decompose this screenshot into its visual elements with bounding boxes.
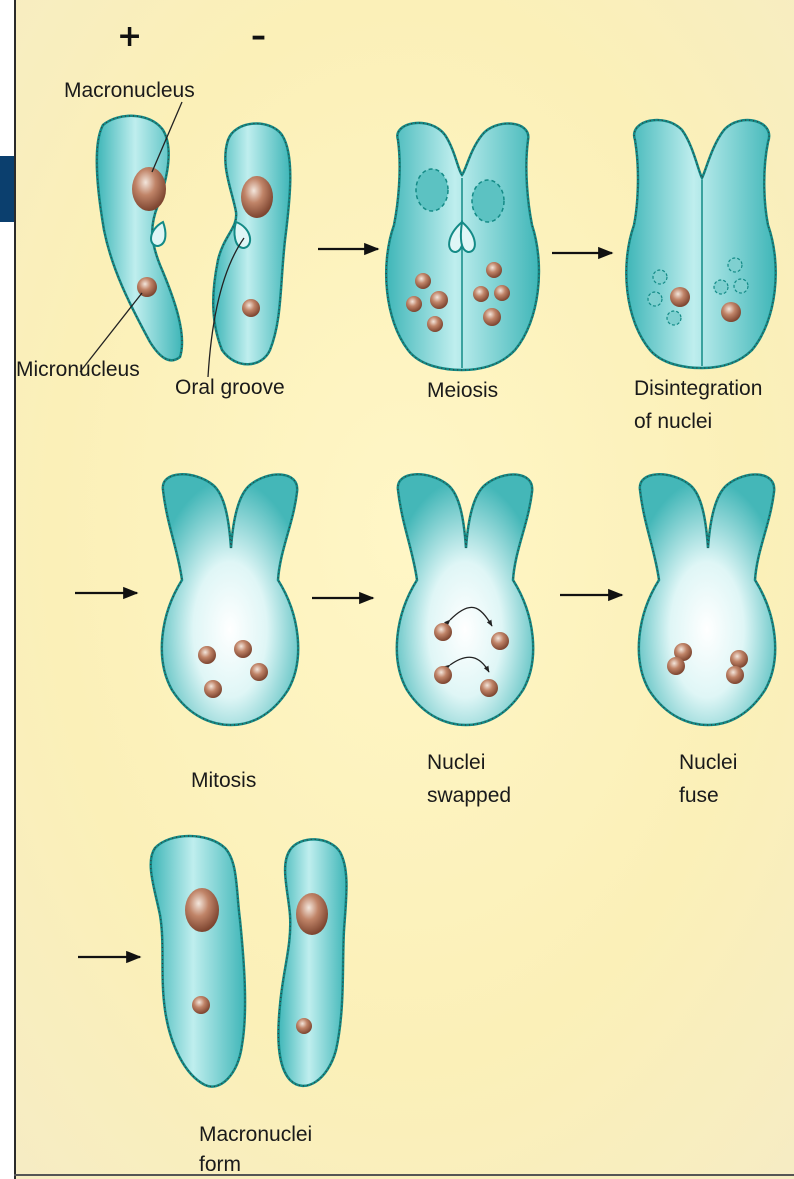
cell-new-plus [151, 836, 245, 1087]
micronucleus-plus [137, 277, 157, 297]
cell-fuse [639, 474, 775, 725]
dissolving-macronucleus [472, 180, 504, 222]
new-macronucleus-minus [296, 893, 328, 935]
macronucleus-plus [132, 167, 166, 211]
minus-mating-type: – [251, 22, 266, 52]
label-mitosis: Mitosis [191, 767, 256, 794]
cell-plus-initial [97, 116, 182, 361]
label-fuse-line2: fuse [679, 782, 719, 809]
label-micronucleus: Micronucleus [16, 356, 140, 383]
new-micronucleus-plus [192, 996, 210, 1014]
micronucleus-minus [242, 299, 260, 317]
surviving-micronucleus [670, 287, 690, 307]
label-fuse-line1: Nuclei [679, 749, 737, 776]
frame-edge [14, 0, 16, 1179]
frame-edge [14, 1174, 794, 1176]
macronucleus-minus [241, 176, 273, 218]
label-macronuclei-line2: form [199, 1151, 241, 1178]
new-micronucleus-minus [296, 1018, 312, 1034]
label-swapped-line2: swapped [427, 782, 511, 809]
new-macronucleus-plus [185, 888, 219, 932]
label-meiosis: Meiosis [427, 377, 498, 404]
plus-mating-type: + [117, 22, 142, 52]
label-macronuclei-line1: Macronuclei [199, 1121, 312, 1148]
cell-mitosis [162, 474, 298, 725]
label-disintegration-line2: of nuclei [634, 408, 712, 435]
cell-minus-initial [213, 124, 290, 365]
label-macronucleus: Macronucleus [64, 77, 195, 104]
surviving-micronucleus [721, 302, 741, 322]
cell-disintegration [626, 120, 775, 368]
label-disintegration-line1: Disintegration [634, 375, 762, 402]
label-oral-groove: Oral groove [175, 374, 285, 401]
label-swapped-line1: Nuclei [427, 749, 485, 776]
dissolving-macronucleus [416, 169, 448, 211]
cell-swap [397, 474, 533, 725]
cell-new-minus [278, 839, 346, 1086]
